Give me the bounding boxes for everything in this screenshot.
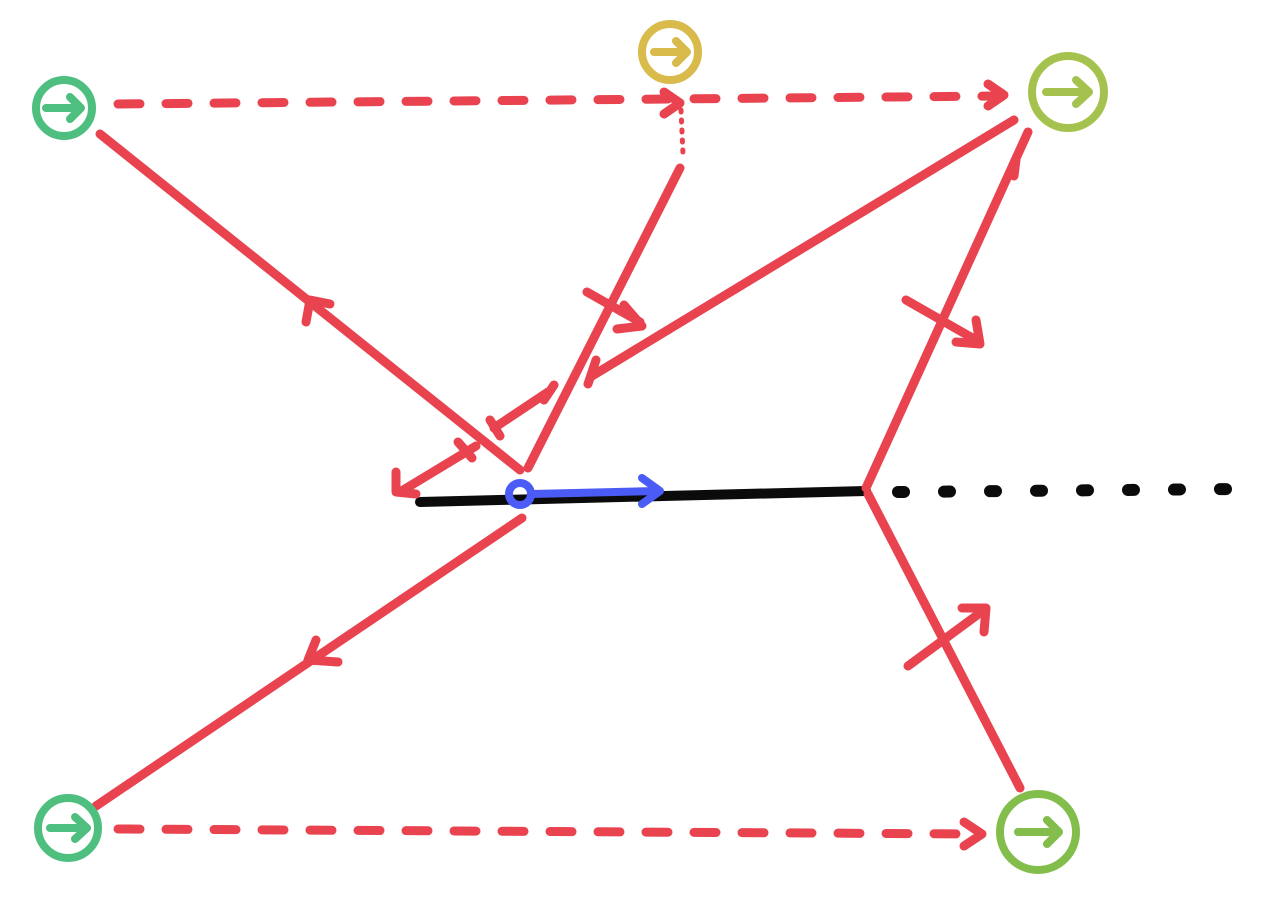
node-top-right-ring (1028, 52, 1108, 132)
ray-top-left-arrowhead (301, 295, 335, 327)
ray-junction-bottom-tick-arrow (903, 605, 989, 671)
ray-junction-top-tick-arrowhead (951, 315, 985, 349)
node-top-right[interactable] (1028, 52, 1108, 132)
node-top-middle-ring (638, 20, 702, 84)
ray-top-right-arrowhead (583, 355, 601, 389)
ray-top-middle (523, 163, 685, 473)
right-arrow-icon (46, 813, 91, 843)
bottom-dashed-connection (113, 824, 983, 839)
agent-direction-arrow (528, 487, 662, 498)
top-dashed-arrowhead (983, 79, 1009, 111)
right-arrow-icon (650, 37, 691, 67)
ray-top-middle-tick-arrowhead (612, 300, 647, 334)
reflected-ray-2-arrowhead (391, 467, 421, 499)
ray-junction-bottom-tick-arrowhead (957, 603, 991, 637)
reflected-ray-1-cap (485, 380, 559, 441)
node-bottom-left-ring (34, 794, 102, 862)
right-arrow-icon (42, 93, 85, 123)
node-bottom-left[interactable] (34, 794, 102, 862)
node-top-left[interactable] (32, 76, 96, 140)
reflected-ray-2-cap (453, 437, 477, 463)
bottom-dashed-arrowhead (959, 817, 987, 851)
node-top-middle[interactable] (638, 20, 702, 84)
ray-junction-to-top-right (861, 127, 1033, 493)
right-arrow-icon (1014, 816, 1063, 848)
top-middle-dotted-drop (678, 107, 686, 157)
node-bottom-right-ring (996, 790, 1080, 874)
node-bottom-right[interactable] (996, 790, 1080, 874)
ray-bottom-left-arrowhead (303, 635, 343, 667)
top-middle-arrowhead (659, 87, 685, 119)
track-extension-dashed (892, 483, 1240, 498)
agent-direction-arrowhead (638, 474, 664, 508)
reflected-ray-1 (489, 387, 553, 433)
agent-marker[interactable] (505, 479, 535, 509)
ray-junction-top-tick-arrow (901, 295, 981, 345)
ray-junction-top-small-cap (1009, 155, 1021, 181)
ray-top-right (587, 115, 1019, 381)
track-line (415, 486, 871, 507)
top-dashed-connection (113, 91, 1005, 109)
node-top-left-ring (32, 76, 96, 140)
right-arrow-icon (1042, 76, 1093, 108)
